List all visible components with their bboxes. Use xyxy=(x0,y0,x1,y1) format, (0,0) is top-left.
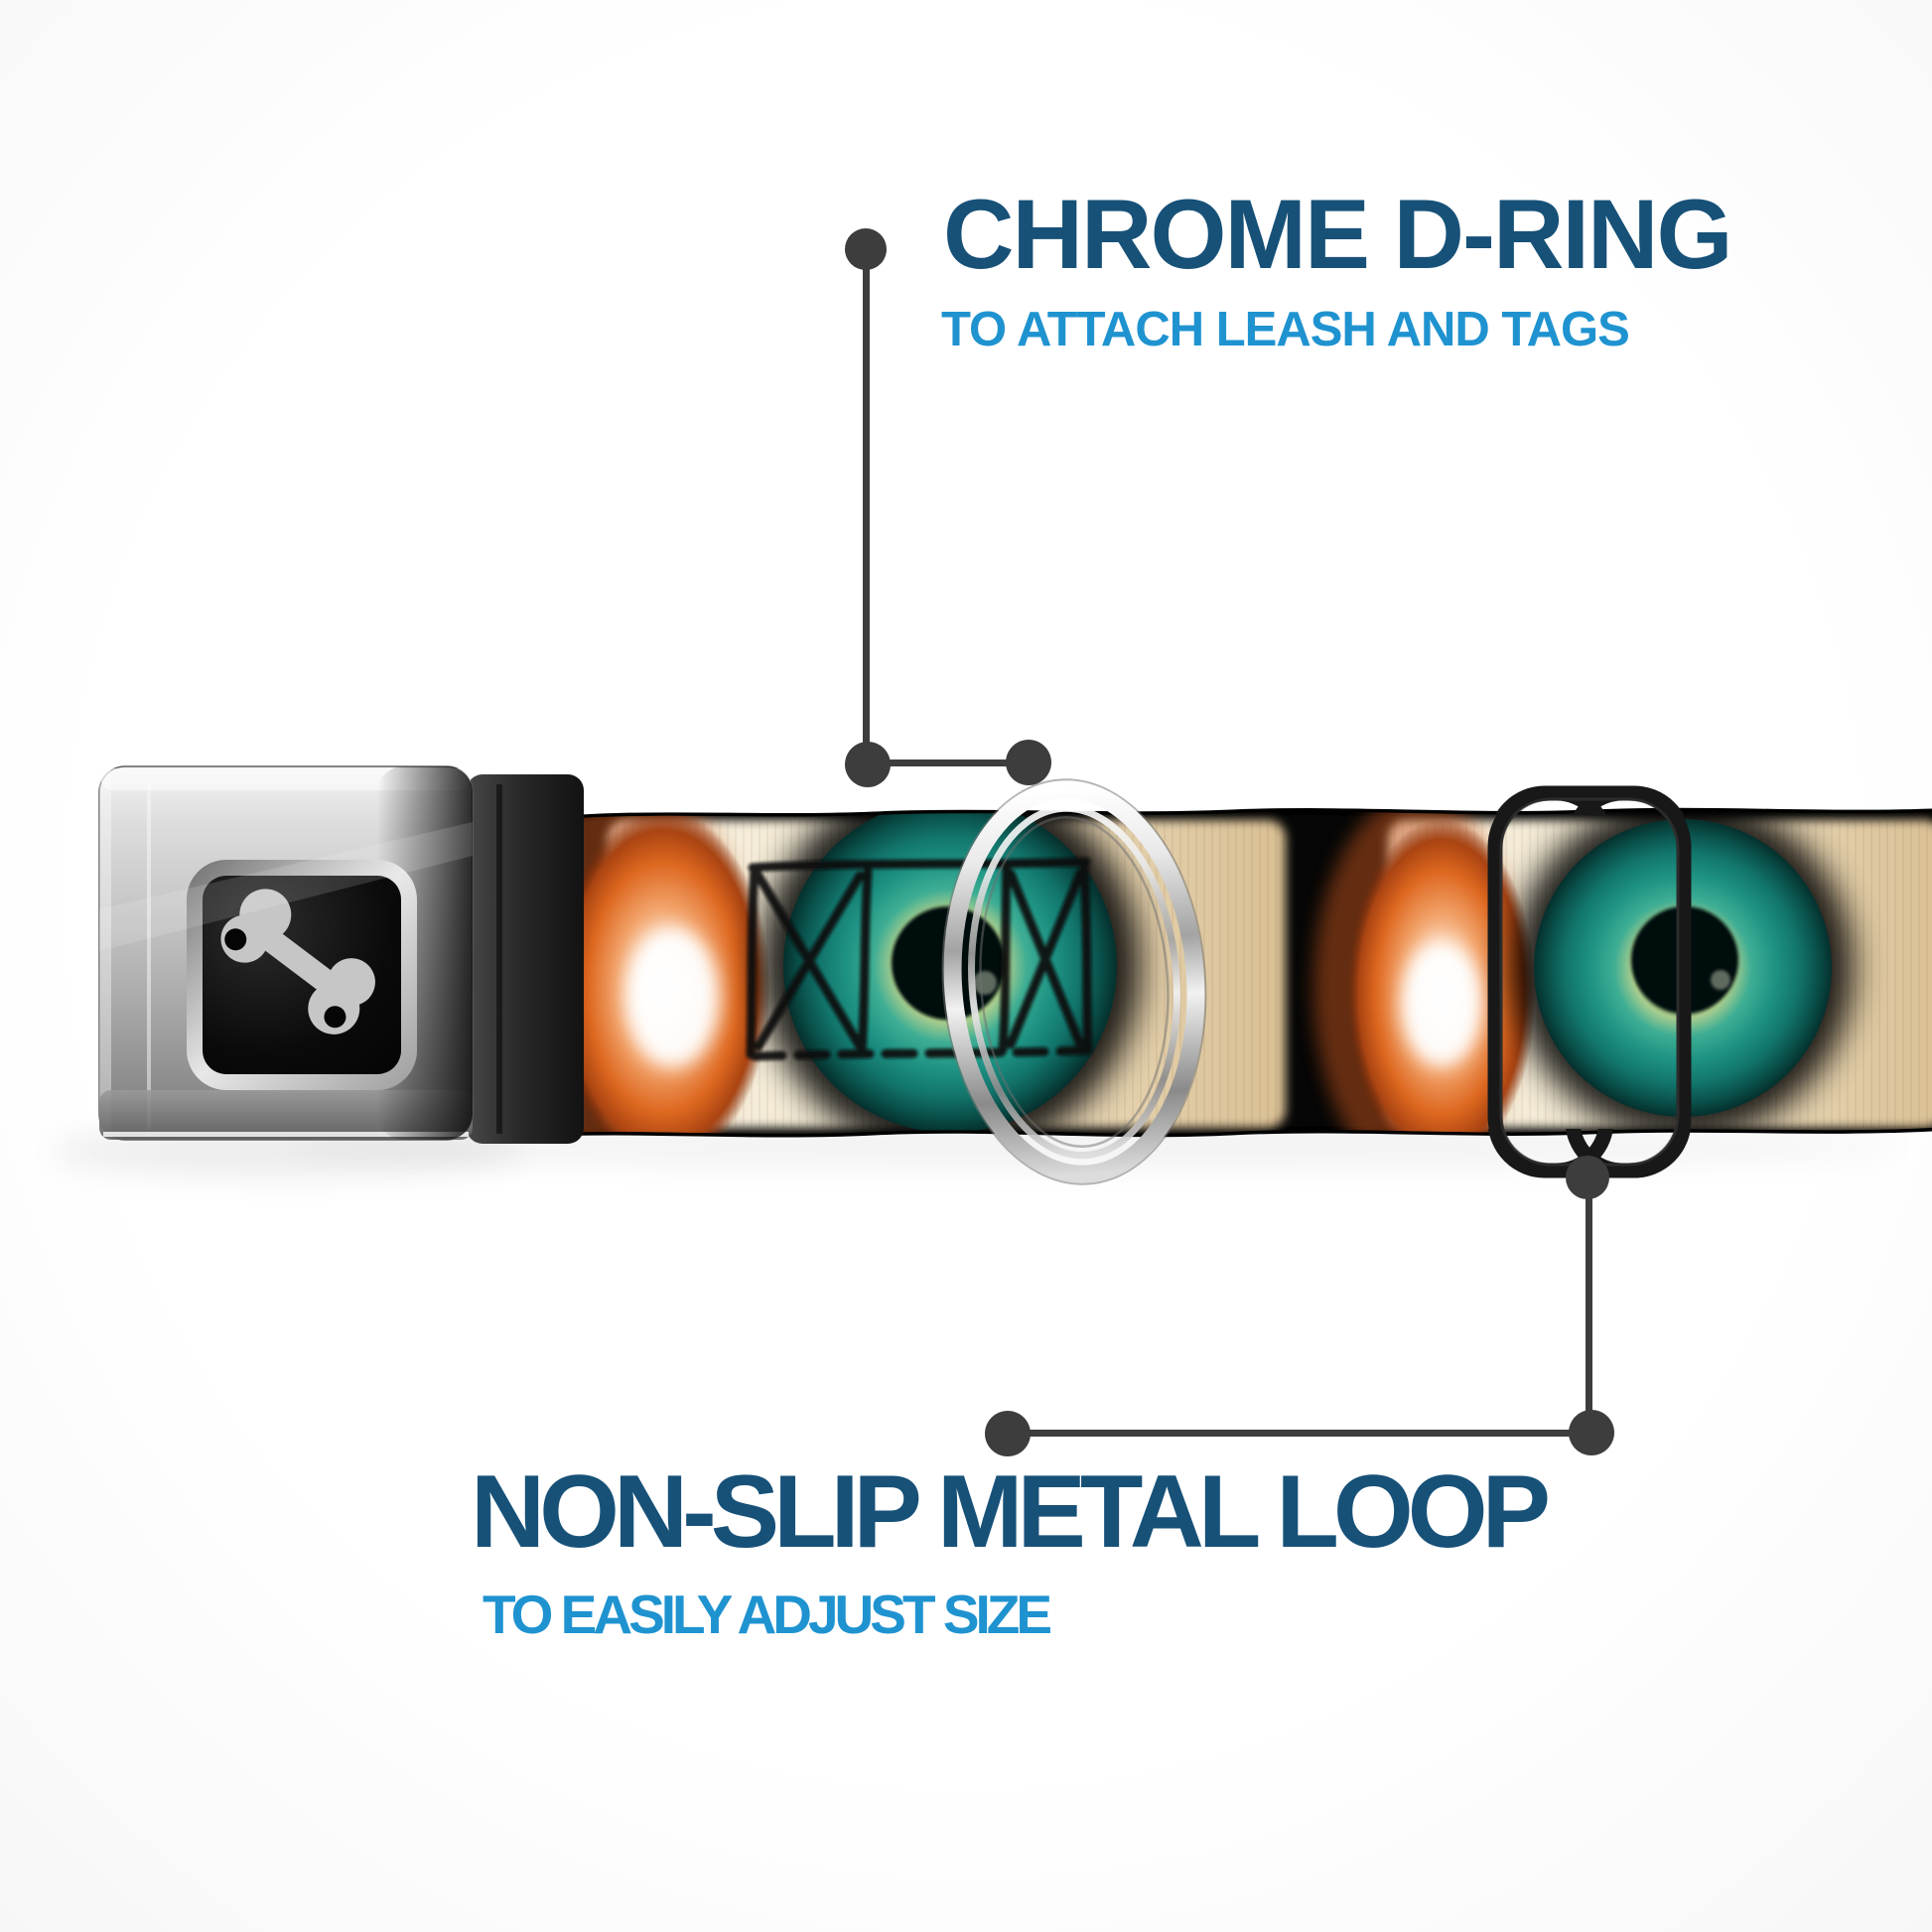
collar-strap xyxy=(532,807,1932,1138)
callout-line-horizontal-top xyxy=(866,759,1031,766)
seatbelt-buckle xyxy=(98,765,474,1141)
feature-subtitle-metal-loop: TO EASILY ADJUST SIZE xyxy=(483,1584,1052,1645)
callout-dot xyxy=(985,1411,1031,1456)
callout-line-horizontal-bottom xyxy=(1008,1430,1591,1437)
callout-dot xyxy=(845,742,891,787)
callout-dot xyxy=(1566,1156,1609,1199)
callout-dot xyxy=(1569,1410,1614,1455)
stitch-pattern xyxy=(746,857,1093,1061)
callout-line-vertical-top xyxy=(863,248,870,765)
chrome-d-ring xyxy=(941,778,1207,1185)
callout-line-vertical-bottom xyxy=(1586,1176,1592,1435)
dog-bone-icon xyxy=(220,889,375,1035)
callout-dot xyxy=(845,228,887,270)
strap-pattern xyxy=(536,811,1932,1134)
feature-title-chrome-d-ring: CHROME D-RING xyxy=(943,179,1732,289)
feature-subtitle-chrome-d-ring: TO ATTACH LEASH AND TAGS xyxy=(941,303,1630,356)
feature-title-metal-loop: NON-SLIP METAL LOOP xyxy=(471,1454,1551,1570)
callout-dot xyxy=(1006,740,1051,785)
buckle-logo-window xyxy=(187,860,417,1090)
